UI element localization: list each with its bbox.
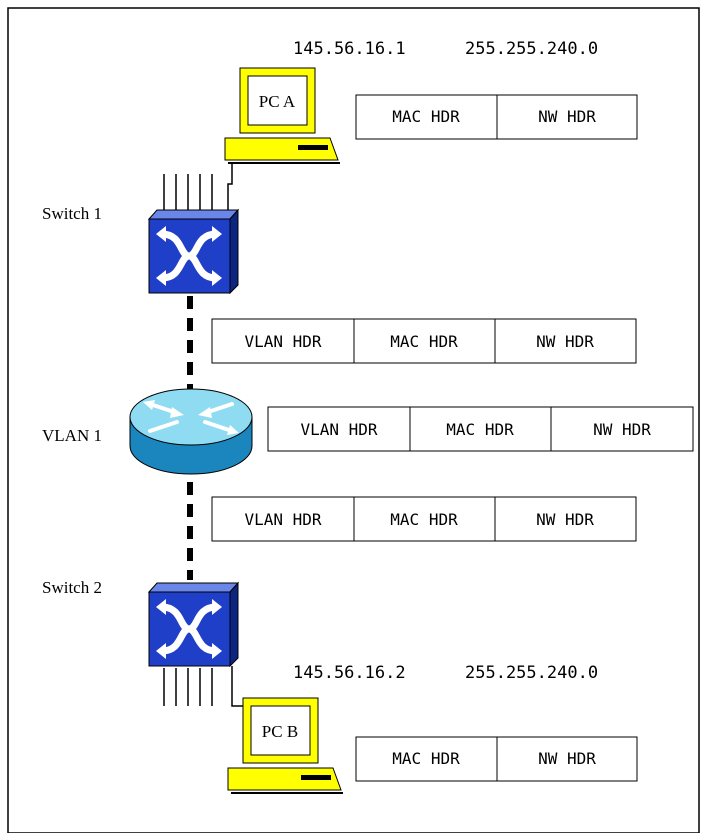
router-label: VLAN 1 [42,426,102,445]
pc-b-frame-nw: NW HDR [538,749,596,768]
router-frame-vlan: VLAN HDR [300,420,377,439]
segment-top-frame: VLAN HDR MAC HDR NW HDR [211,318,637,364]
pc-a-frame: MAC HDR NW HDR [355,94,638,140]
switch-2-top [147,582,240,593]
switch-1-top [147,209,240,220]
switch-2-arrowheads-icon [156,599,222,659]
frame-cell [353,496,496,542]
switch-1-label: Switch 1 [42,204,102,223]
frame-cell [496,736,638,782]
pc-b-label: PC B [262,722,298,741]
router-frame-mac: MAC HDR [446,420,514,439]
pc-b-screen [250,705,311,756]
switch-2: Switch 2 [42,578,244,707]
router-arrows-icon [143,400,239,435]
segment-bottom-nw: NW HDR [536,510,594,529]
pc-a-label: PC A [259,92,296,111]
frame-cell [496,94,638,140]
segment-top-nw: NW HDR [536,332,594,351]
frame-cell [211,496,355,542]
pc-a-mask: 255.255.240.0 [465,39,598,59]
router: VLAN 1 [42,388,253,475]
pc-a-base [224,137,339,161]
pc-b-frame: MAC HDR NW HDR [355,736,638,782]
pc-a-frame-mac: MAC HDR [392,107,460,126]
segment-bottom-vlan: VLAN HDR [244,510,321,529]
segment-bottom-frame: VLAN HDR MAC HDR NW HDR [211,496,637,542]
pc-b: 145.56.16.2 255.255.240.0 PC B [227,663,598,794]
pc-a-frame-nw: NW HDR [538,107,596,126]
switch-2-label: Switch 2 [42,578,102,597]
segment-top-mac: MAC HDR [390,332,458,351]
pc-b-ip: 145.56.16.2 [293,663,406,683]
pc-a-screen [247,75,308,126]
pc-a-ip: 145.56.16.1 [293,39,406,59]
router-frame-nw: NW HDR [593,420,651,439]
frame-cell [494,318,637,364]
switch-1-arrowheads-icon [156,226,222,286]
segment-top-vlan: VLAN HDR [244,332,321,351]
switch-1: Switch 1 [42,174,240,295]
frame-cell [355,736,498,782]
pc-b-drive-slot [301,775,331,780]
switch-1-arrows-icon [158,230,220,282]
pc-a: 145.56.16.1 255.255.240.0 PC A [224,39,598,210]
diagram-border [7,7,700,833]
router-frame: VLAN HDR MAC HDR NW HDR [267,406,694,452]
pc-b-frame-mac: MAC HDR [392,749,460,768]
frame-cell [550,406,694,452]
pc-b-mask: 255.255.240.0 [465,663,598,683]
frame-cell [494,496,637,542]
pc-a-cable [227,163,233,210]
switch-2-side [229,581,239,668]
pc-a-drive-slot [298,145,328,150]
router-top [129,388,253,446]
switch-1-side [229,208,239,295]
frame-cell [353,318,496,364]
pc-b-base [227,767,342,791]
pc-b-cable [231,666,244,707]
switch-2-arrows-icon [158,603,220,655]
segment-bottom-mac: MAC HDR [390,510,458,529]
